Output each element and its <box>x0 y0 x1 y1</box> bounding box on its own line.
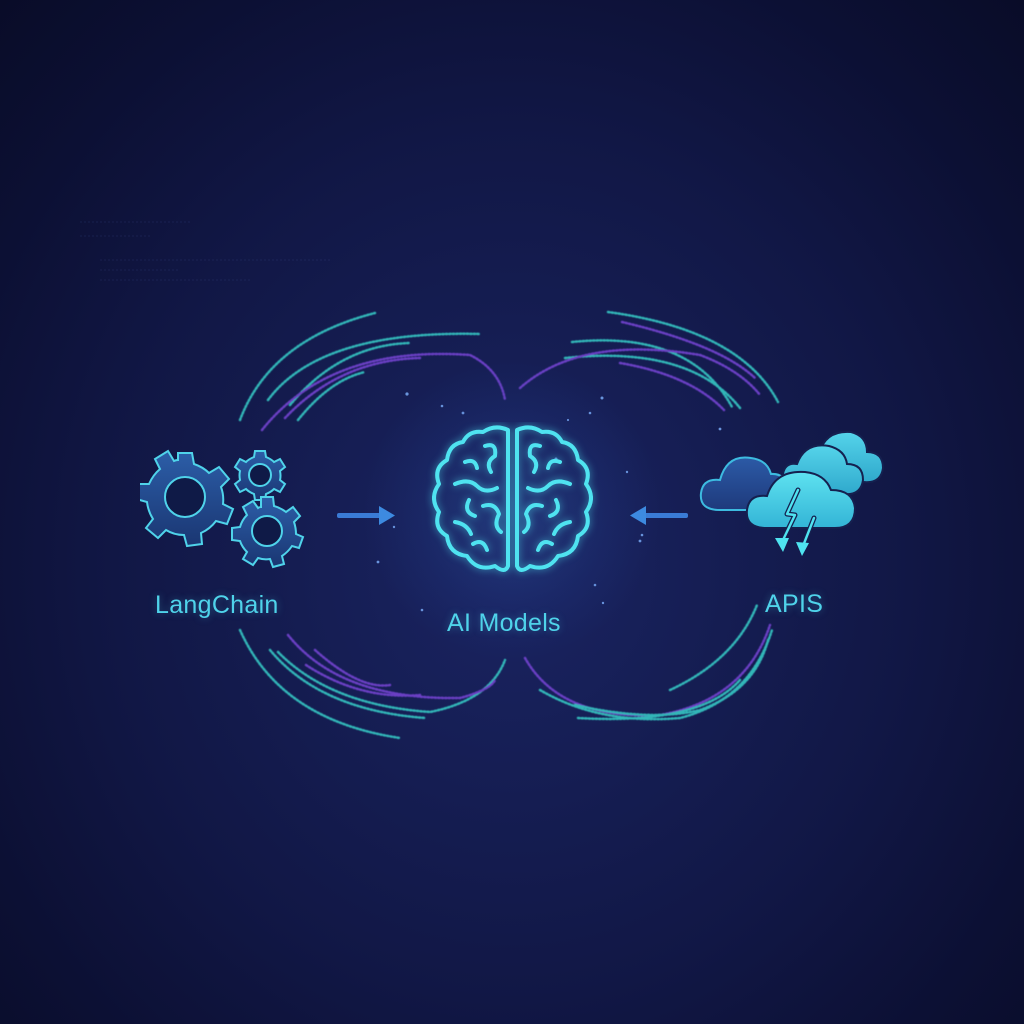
langchain-node[interactable] <box>134 445 315 575</box>
langchain-label: LangChain <box>155 591 279 619</box>
arrow-left-icon <box>630 506 688 525</box>
arrow-right-icon <box>337 506 395 525</box>
brain-glow <box>362 360 662 660</box>
apis-label: APIS <box>765 590 824 618</box>
brain-icon <box>432 425 593 572</box>
gears-icon <box>134 449 305 569</box>
storm-clouds-icon <box>699 430 885 556</box>
ai-models-node[interactable] <box>425 422 600 582</box>
ai-models-label: AI Models <box>447 609 561 637</box>
apis-node[interactable] <box>695 418 887 568</box>
